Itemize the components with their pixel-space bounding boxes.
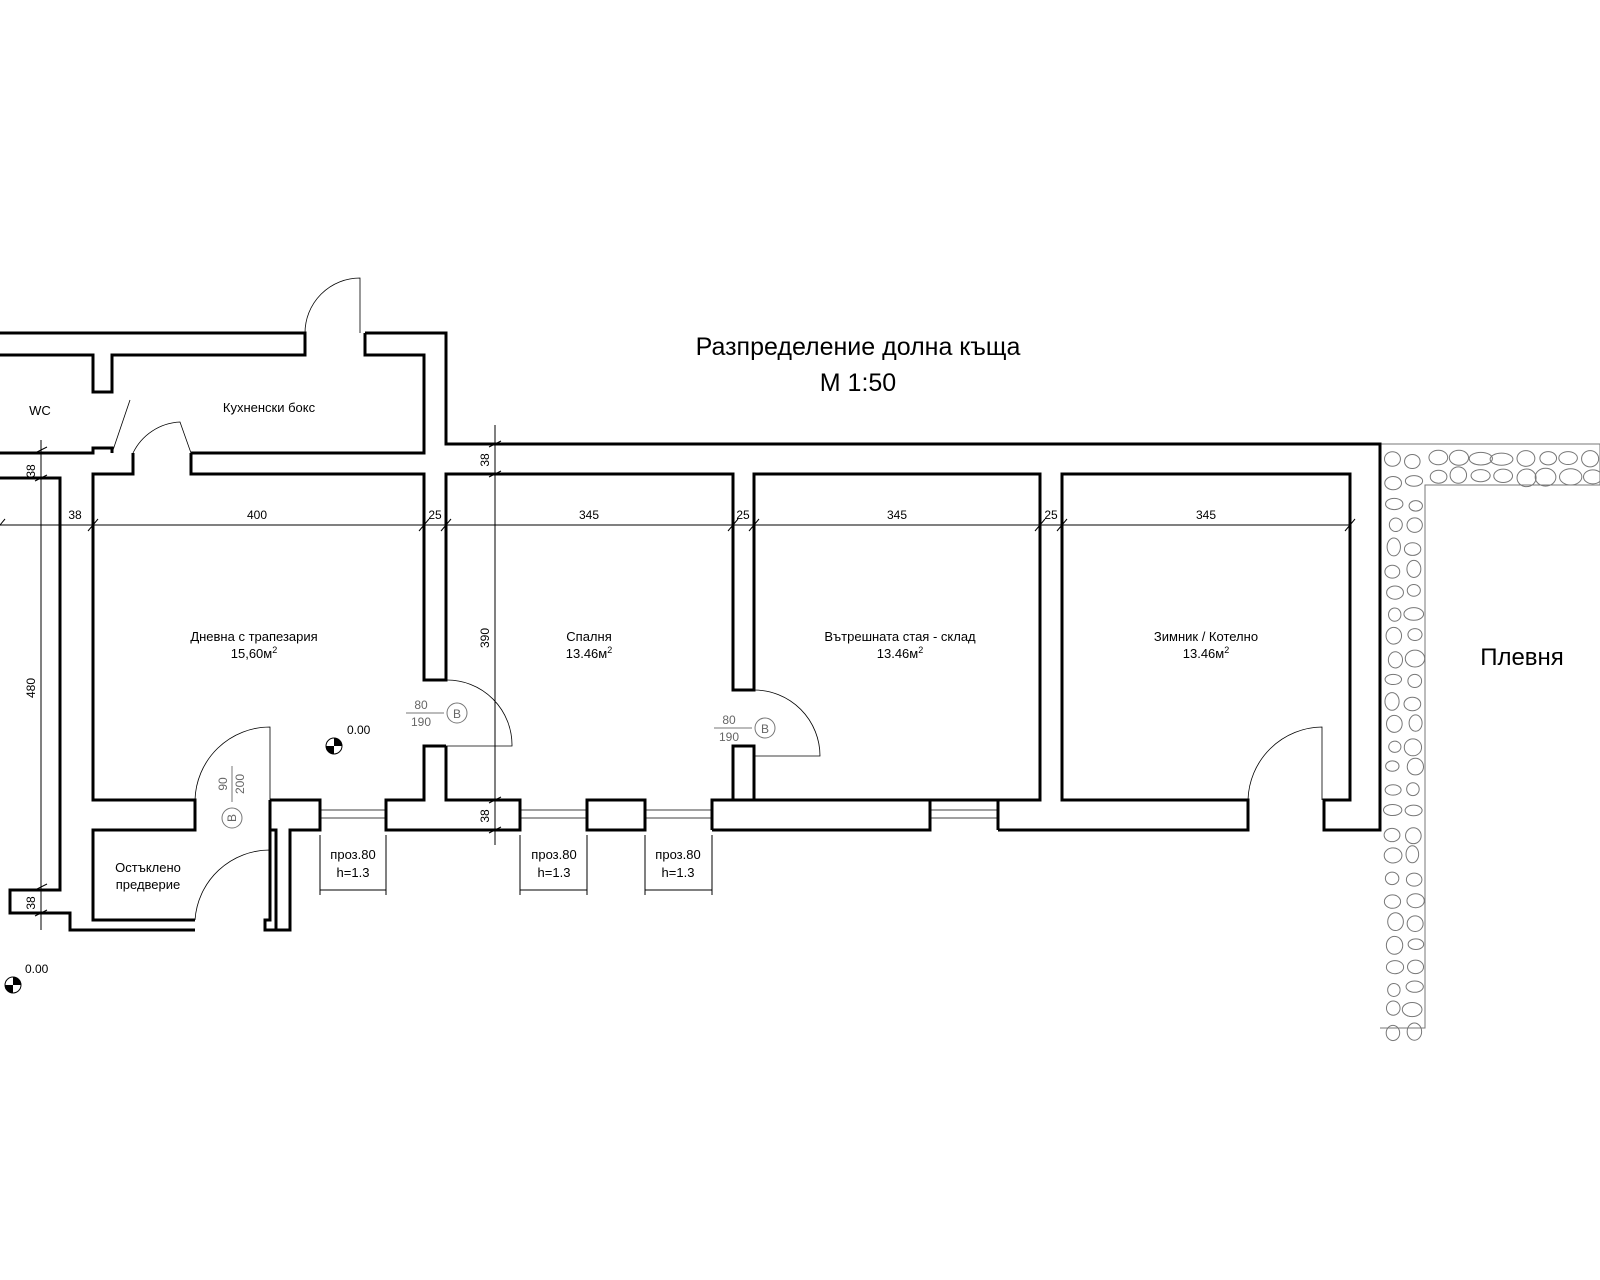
room-storage-area: 13.46м2 [877, 645, 924, 661]
door-tag-3: 90 200 В [216, 766, 247, 829]
room-vestibule-line1: Остъклено [115, 860, 181, 875]
dimension-lines [0, 425, 1356, 930]
walls [0, 331, 1382, 932]
wall-annex-top-right [365, 331, 1382, 832]
dim-left-top: 38 [24, 464, 38, 478]
room-cellar-name: Зимник / Котелно [1154, 629, 1258, 644]
room-bedroom-name: Спалня [566, 629, 611, 644]
wall-annex-top [0, 331, 307, 394]
room-storage-name: Вътрешната стая - склад [824, 629, 976, 644]
dim-left-bottom: 38 [24, 896, 38, 910]
dim-25-c: 25 [1044, 508, 1058, 522]
wall-vestibule-right [270, 828, 278, 930]
room-living-name: Дневна с трапезария [190, 629, 317, 644]
door-tag-1-height: 190 [411, 715, 431, 729]
window-3-label: проз.80 [655, 847, 700, 862]
windows-glazing [320, 809, 998, 819]
wall-living [189, 453, 1042, 830]
dim-38-left: 38 [68, 508, 82, 522]
door-tag-2-height: 190 [719, 730, 739, 744]
door-tag-3-type: В [225, 814, 239, 822]
room-barn: Плевня [1480, 644, 1564, 671]
wall-living-left [91, 453, 197, 922]
level-label-2: 0.00 [25, 962, 49, 976]
door-tag-2-type: В [761, 722, 769, 736]
room-cellar-area: 13.46м2 [1183, 645, 1230, 661]
door-tag-3-width: 90 [216, 777, 230, 791]
dim-25-b: 25 [736, 508, 750, 522]
dim-25-a: 25 [428, 508, 442, 522]
wall-wc-bottom [0, 446, 114, 455]
window-2-height: h=1.3 [538, 865, 571, 880]
wall-living-bottom [263, 798, 322, 932]
room-bedroom-area: 13.46м2 [566, 645, 613, 661]
room-living-area: 15,60м2 [231, 645, 278, 661]
window-1-height: h=1.3 [337, 865, 370, 880]
wall-middle-bottom [384, 744, 522, 832]
wall-bottom-piers [585, 798, 932, 832]
wall-left-outer [0, 476, 195, 932]
room-wc: WC [29, 403, 51, 418]
dim-mid-top: 38 [478, 453, 492, 467]
window-1-label: проз.80 [330, 847, 375, 862]
dim-345-a: 345 [579, 508, 599, 522]
door-tag-3-height: 200 [233, 774, 247, 794]
dim-400: 400 [247, 508, 267, 522]
dim-345-c: 345 [1196, 508, 1216, 522]
dim-345-b: 345 [887, 508, 907, 522]
door-tag-1-width: 80 [414, 698, 428, 712]
door-tag-2-width: 80 [722, 713, 736, 727]
dim-mid-bottom: 38 [478, 809, 492, 823]
door-tag-1-type: В [453, 707, 461, 721]
plan-title: Разпределение долна къща [696, 333, 1021, 361]
stone-wall-hatch [1380, 443, 1600, 1042]
level-marker-2 [4, 976, 22, 994]
wall-kitchen-inner [191, 333, 426, 455]
plan-scale: М 1:50 [820, 369, 896, 397]
level-marker-1 [325, 737, 343, 755]
room-kitchen: Кухненски бокс [223, 400, 316, 415]
door-tag-1: 80 190 В [406, 698, 468, 729]
door-swings [111, 277, 1323, 921]
level-label-1: 0.00 [347, 723, 371, 737]
room-vestibule-line2: предверие [116, 877, 181, 892]
window-2-label: проз.80 [531, 847, 576, 862]
dim-mid-height: 390 [478, 628, 492, 648]
window-3-height: h=1.3 [662, 865, 695, 880]
dim-left-height: 480 [24, 678, 38, 698]
wall-right-bottom [996, 798, 1040, 830]
door-tag-2: 80 190 В [714, 713, 776, 744]
